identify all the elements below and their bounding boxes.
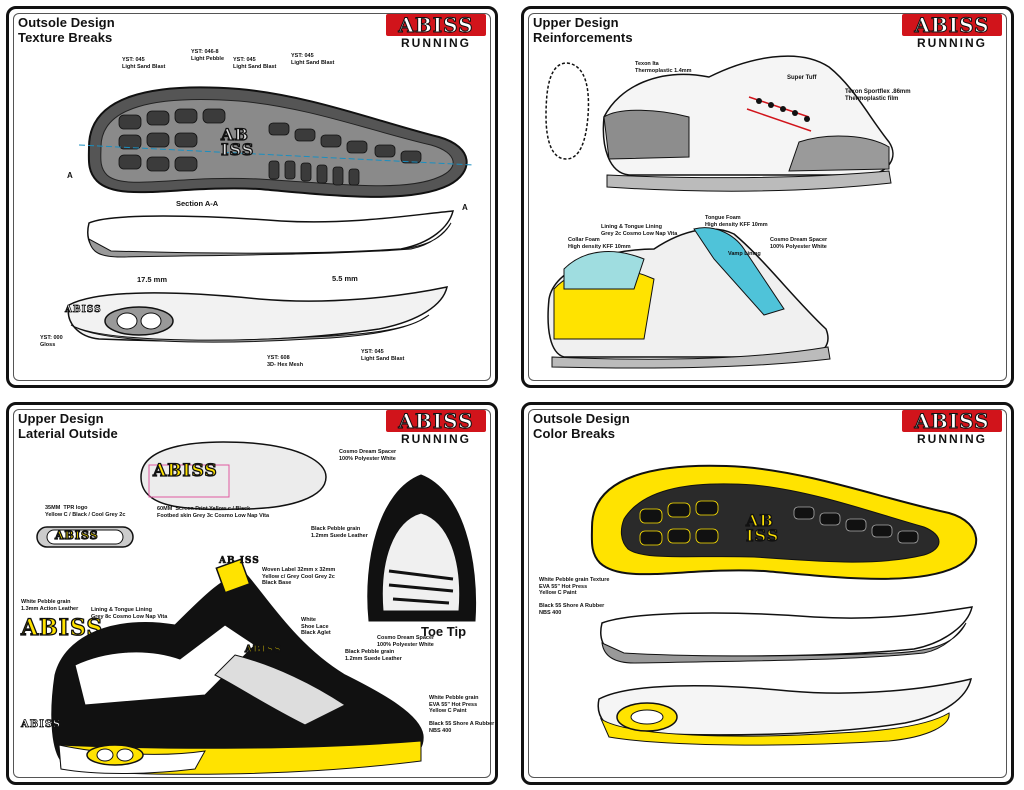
outsole-profile-view (600, 606, 973, 664)
tpr-logo-badge (36, 526, 134, 548)
callout-texture: White Pebble grain Texture EVA 55" Hot P… (539, 577, 610, 596)
shoe-reinforcement-view (602, 55, 894, 192)
callout-yst045-a: YST: 045 Light Sand Blast (122, 57, 166, 70)
brand-logo: ABISS RUNNING (902, 14, 1002, 52)
insole-logo: ABISS (152, 460, 218, 481)
callout-white-pebble-eva: White Pebble grain EVA 55" Hot Press Yel… (429, 695, 479, 714)
panel-title: Upper Design Reinforcements (533, 15, 633, 45)
callout-black-rubber: Black 55 Shore A Rubber NBS 400 (429, 721, 495, 734)
dimension-toe: 5.5 mm (332, 274, 358, 283)
outsole-color-view (590, 464, 978, 580)
panel-title: Outsole Design Texture Breaks (18, 15, 115, 45)
callout-woven-label: Woven Label 32mm x 32mm Yellow c/ Grey C… (262, 567, 336, 586)
callout-yst000: YST: 000 Gloss (40, 335, 63, 348)
shoe-lining-view (547, 227, 831, 369)
panel-title: Upper Design Laterial Outside (18, 411, 118, 441)
callout-cosmo-dream: Cosmo Dream Spacer 100% Polyester White (770, 237, 828, 250)
callout-yst608: YST: 608 3D- Hex Mesh (267, 355, 304, 368)
callout-cosmo-top: Cosmo Dream Spacer 100% Polyester White (339, 449, 397, 462)
brand-logo: ABISS RUNNING (386, 410, 486, 448)
callout-lining: Lining & Tongue Lining Grey 2c Cosmo Low… (601, 224, 678, 237)
insole-top-view (140, 441, 327, 511)
insole-outline (545, 62, 590, 160)
panel-outsole-texture: Outsole Design Texture Breaks ABISS RUNN… (6, 6, 498, 388)
tongue-woven-tag: AB ISS (219, 556, 260, 566)
callout-vamp-lining: Vamp Lining (728, 251, 761, 257)
callout-yst045-b: YST: 045 Light Sand Blast (233, 57, 277, 70)
callout-texon: Texon Ita Thermoplastic 1.4mm (635, 61, 692, 74)
section-label: Section A-A (176, 199, 219, 208)
callout-white-lace: White Shoe Lace Black Aglet (301, 617, 331, 636)
sole-brand-mark: AB ISS (220, 125, 255, 159)
side-brand-mark: ABISS (65, 305, 102, 316)
panel-upper-reinforcements: Upper Design Reinforcements ABISS RUNNIN… (521, 6, 1014, 388)
callout-white-pebble-left: White Pebble grain 1.3mm Action Leather (21, 599, 79, 612)
side-panel-logo: ABISS (244, 644, 282, 655)
callout-tongue-foam: Tongue Foam High density KFF 10mm (705, 215, 768, 228)
outsole-side-view (67, 286, 448, 343)
outsole-side-color-view (597, 677, 972, 746)
callout-tpr-logo: 35MM TPR logo Yellow C / Black / Cool Gr… (45, 505, 126, 518)
callout-black-pebble-2: Black Pebble grain 1.2mm Suede Leather (345, 649, 402, 662)
callout-black-pebble: Black Pebble grain 1.2mm Suede Leather (311, 526, 368, 539)
toe-tip-label: Toe Tip (421, 624, 467, 639)
callout-lining: Lining & Tongue Lining Grey 8c Cosmo Low… (91, 607, 168, 620)
callout-collar-foam: Collar Foam High density KFF 10mm (568, 237, 631, 250)
section-marker-a-left: A (67, 171, 73, 180)
sole-brand-mark: AB ISS (745, 511, 780, 545)
dimension-heel: 17.5 mm (137, 275, 168, 284)
shoe-lateral-view (51, 558, 424, 775)
logo-callout-small: ABISS (21, 719, 62, 731)
panel-outsole-color: Outsole Design Color Breaks ABISS RUNNIN… (521, 402, 1014, 785)
panel-title: Outsole Design Color Breaks (533, 411, 630, 441)
callout-yst045-d: YST: 045 Light Sand Blast (361, 349, 405, 362)
callout-yst045-c: YST: 045 Light Sand Blast (291, 53, 335, 66)
callout-yst046: YST: 046-8 Light Pebble (191, 49, 224, 62)
section-marker-a-right: A (462, 203, 468, 212)
panel-upper-lateral: Upper Design Laterial Outside ABISS RUNN… (6, 402, 498, 785)
callout-screen-print: 60MM Screen Print Yellow c / Black Footb… (157, 506, 270, 519)
callout-super-tuff: Super Tuff (787, 75, 817, 81)
toe-tip-view (367, 474, 477, 622)
brand-logo: ABISS RUNNING (386, 14, 486, 52)
tpr-logo-text: ABISS (54, 528, 99, 542)
callout-rubber: Black 55 Shore A Rubber NBS 400 (539, 603, 605, 616)
callout-texon-sportflex: Texon Sportflex .86mm Thermoplastic film (845, 89, 911, 102)
brand-logo: ABISS RUNNING (902, 410, 1002, 448)
outsole-bottom-view (79, 86, 475, 198)
section-profile (87, 210, 454, 258)
callout-cosmo-mid: Cosmo Dream Spacer 100% Polyester White (377, 635, 435, 648)
